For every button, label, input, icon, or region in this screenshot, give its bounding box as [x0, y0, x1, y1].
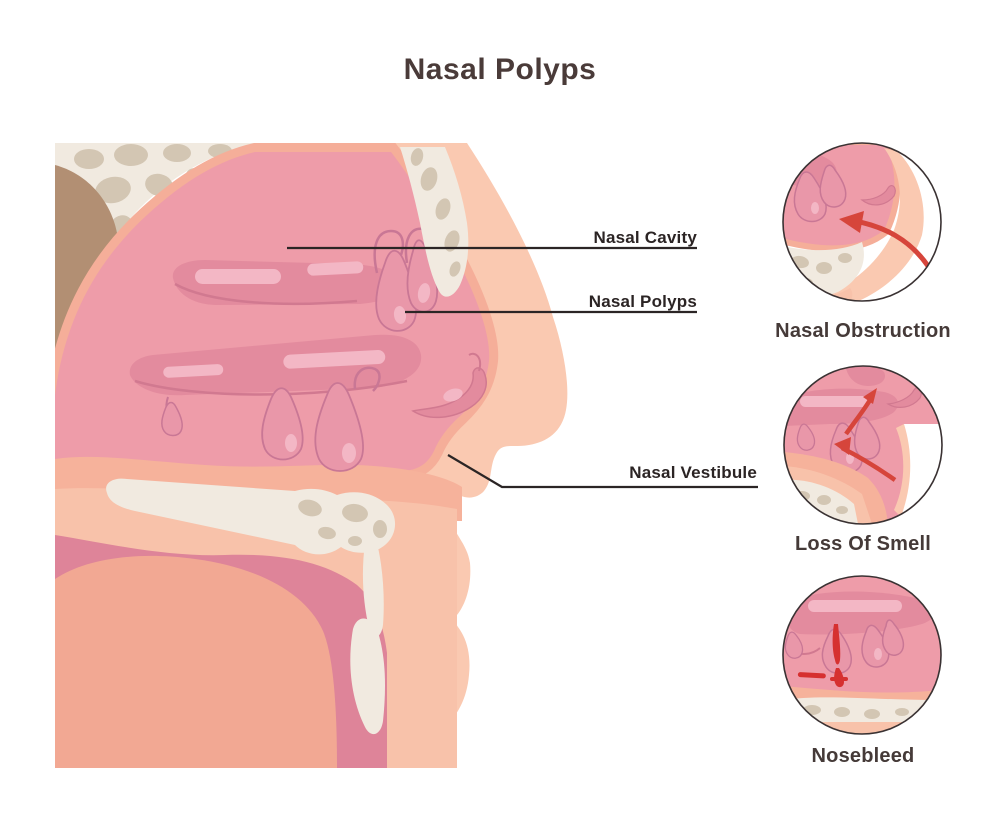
- turbinates: [129, 260, 487, 419]
- circle-content: [784, 366, 942, 524]
- circle-outline: [783, 365, 943, 525]
- polyp-zoom: [853, 416, 881, 460]
- leader-lines: [287, 246, 758, 489]
- middle-turbinate-highlight-2: [163, 364, 224, 378]
- smell-arrowhead-lower: [834, 437, 851, 455]
- blood-streak: [832, 624, 841, 665]
- annotation-nasal-vestibule: Nasal Vestibule: [629, 463, 757, 482]
- bone-zoom: [783, 697, 936, 724]
- polyp-highlight: [393, 306, 407, 324]
- tooth: [350, 618, 385, 735]
- symptom-circle-loss-of-smell: [783, 365, 943, 525]
- polyp-highlight: [417, 283, 431, 303]
- blood-pool: [797, 672, 826, 679]
- symptom-label-loss-of-smell: Loss Of Smell: [795, 533, 931, 555]
- jaw-bone-spur: [362, 543, 384, 637]
- circle-outline: [782, 575, 942, 735]
- polyp-zoom: [861, 624, 890, 668]
- smell-arrow-upper: [844, 398, 872, 436]
- droplet-zoom: [796, 423, 816, 451]
- circle-outline: [782, 142, 942, 302]
- nose-cross-section-illustration: [55, 143, 568, 768]
- nose-wall-skin: [812, 148, 924, 301]
- leader-line-nasal-vestibule: [447, 454, 758, 489]
- polyp-zoom: [819, 164, 847, 208]
- turbinate-top-zoom: [846, 366, 885, 386]
- nasal-bone: [400, 147, 469, 297]
- droplet-zoom: [784, 631, 804, 659]
- sliver-stalk: [468, 352, 481, 372]
- upper-turbinate-shade: [174, 282, 358, 306]
- polyp-highlight: [285, 434, 297, 452]
- upper-turbinate-highlight-2: [307, 261, 364, 276]
- airflow-arrowhead: [839, 211, 864, 233]
- polyp-stalk-hook: [373, 229, 405, 274]
- blood-pool: [830, 677, 848, 681]
- polyp-droplet-small: [161, 401, 183, 437]
- polyp-zoom: [881, 619, 905, 656]
- sliver-highlight: [443, 388, 463, 402]
- upper-turbinate-highlight: [195, 269, 281, 284]
- palate-bone-cells: [298, 499, 387, 546]
- symptom-circle-nasal-obstruction: [782, 142, 942, 302]
- middle-turbinate-shade: [134, 379, 408, 396]
- symptom-label-nosebleed: Nosebleed: [811, 745, 915, 767]
- annotation-nasal-cavity: Nasal Cavity: [593, 228, 697, 247]
- symptom-circle-nosebleed: [782, 575, 942, 735]
- sliver-zoom: [860, 184, 896, 206]
- diagram-title: Nasal Polyps: [403, 53, 597, 86]
- tongue: [55, 555, 337, 768]
- middle-turbinate: [129, 334, 422, 396]
- palate-mouth-region: [55, 456, 462, 768]
- smell-arrowhead-upper: [863, 388, 877, 404]
- annotation-nasal-polyps: Nasal Polyps: [588, 292, 697, 311]
- polyp-large: [375, 249, 418, 332]
- polyp-stalk-hook: [353, 366, 381, 392]
- symptom-label-nasal-obstruction: Nasal Obstruction: [775, 320, 951, 342]
- polyp-highlight: [342, 443, 356, 463]
- middle-turbinate-highlight: [283, 350, 386, 369]
- polyps: [161, 227, 439, 472]
- nasal-bone-cells: [410, 148, 461, 277]
